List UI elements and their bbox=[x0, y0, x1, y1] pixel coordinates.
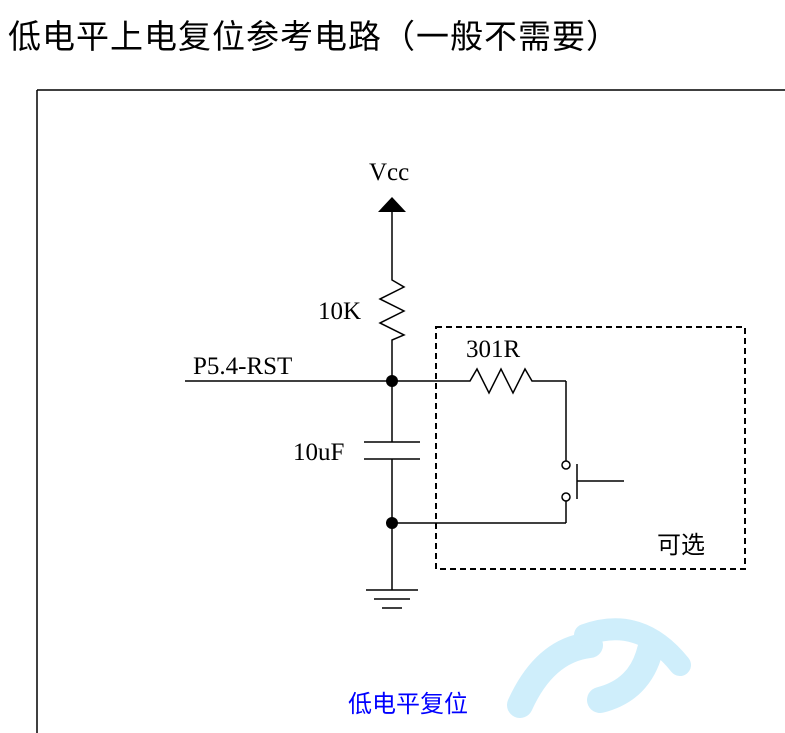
vcc-arrow bbox=[378, 197, 406, 212]
wires bbox=[185, 212, 567, 590]
page-title: 低电平上电复位参考电路（一般不需要） bbox=[8, 17, 620, 56]
ground-symbol bbox=[366, 589, 418, 609]
resistor-301r-label: 301R bbox=[466, 336, 521, 363]
resistor-10k-label: 10K bbox=[318, 298, 361, 325]
pin-label: P5.4-RST bbox=[193, 353, 292, 380]
optional-box bbox=[435, 326, 746, 570]
capacitor-label: 10uF bbox=[293, 439, 344, 466]
outer-frame bbox=[36, 89, 785, 733]
watermark-logo bbox=[507, 618, 691, 718]
vcc-label: Vcc bbox=[369, 159, 409, 186]
optional-label: 可选 bbox=[657, 531, 705, 559]
capacitor-10uf bbox=[364, 441, 420, 460]
resistor-301r bbox=[462, 367, 536, 395]
junction-dots bbox=[386, 375, 398, 529]
circuit-caption: 低电平复位 bbox=[348, 690, 468, 718]
resistor-10k bbox=[378, 270, 406, 344]
push-button-switch bbox=[561, 460, 624, 502]
